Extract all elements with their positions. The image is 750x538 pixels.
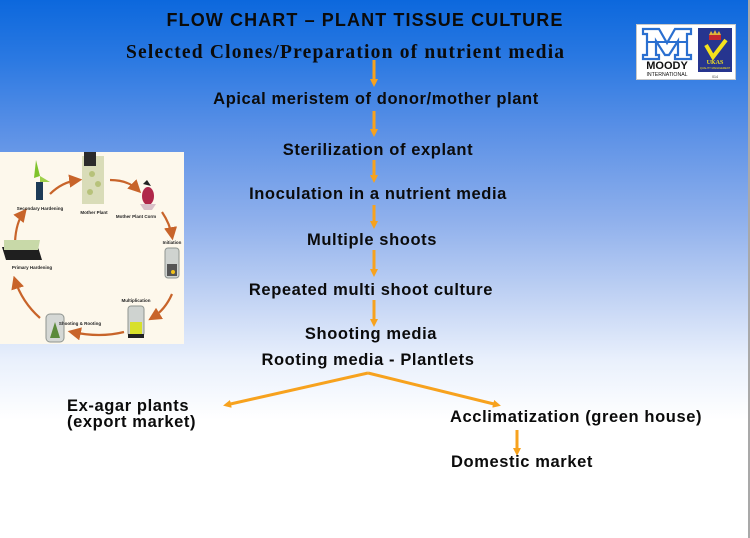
mother-plant-icon — [82, 152, 104, 204]
hardening-tray-icon — [2, 240, 42, 260]
page-subtitle: Selected Clones/Preparation of nutrient … — [126, 42, 566, 63]
cycle-label: Initiation — [163, 240, 182, 245]
moody-ukas-logo-icon: MOODY INTERNATIONAL UKAS QUALITY MANAGEM… — [641, 27, 732, 79]
slide-right-border — [748, 0, 750, 538]
checkmark-icon — [704, 38, 728, 61]
cycle-label: Mother Plant Corm — [116, 214, 156, 219]
moody-sub: INTERNATIONAL — [646, 72, 687, 78]
page-title: FLOW CHART – PLANT TISSUE CULTURE — [166, 10, 564, 30]
shooting-rooting-jar-icon — [45, 313, 65, 343]
flow-step: Sterilization of explant — [282, 141, 474, 159]
cycle-label: Shooting & Rooting — [59, 321, 101, 326]
branch-acclimatization: Acclimatization (green house) — [450, 408, 703, 426]
ukas-code: 014 — [712, 75, 718, 79]
flow-step: Rooting media - Plantlets — [261, 351, 475, 369]
certification-logo: MOODY INTERNATIONAL UKAS QUALITY MANAGEM… — [636, 24, 736, 80]
crown-icon — [709, 30, 721, 40]
cycle-label: Mother Plant — [80, 210, 108, 215]
flow-step: Multiple shoots — [307, 231, 437, 249]
branch-export-line2: (export market) — [67, 413, 197, 431]
tissue-culture-cycle-image: Mother Plant Mother Plant Corm Initiatio… — [0, 152, 184, 344]
initiation-jar-icon — [164, 247, 180, 279]
ukas-name: UKAS — [707, 60, 724, 66]
multiplication-jar-icon — [127, 305, 145, 338]
moody-name: MOODY — [646, 60, 688, 72]
flow-arrow-left-branch — [223, 371, 369, 408]
moody-monogram-icon — [641, 27, 693, 61]
cycle-illustration: Mother Plant Mother Plant Corm Initiatio… — [2, 152, 182, 343]
cycle-arrow — [13, 208, 27, 243]
cycle-arrow — [67, 327, 125, 341]
branch-export: Ex-agar plants (export market) — [67, 397, 197, 431]
cycle-label: Secondary Hardening — [17, 206, 64, 211]
corm-icon — [140, 180, 156, 210]
cycle-arrow — [148, 293, 174, 321]
cycle-arrow — [49, 174, 83, 195]
cycle-arrow — [161, 211, 178, 241]
flow-arrow-right-branch — [367, 371, 501, 408]
flow-step: Apical meristem of donor/mother plant — [213, 90, 539, 108]
secondary-hardening-plant-icon — [34, 160, 50, 200]
cycle-arrow — [109, 178, 142, 194]
flow-step: Shooting media — [304, 325, 438, 343]
cycle-label: Multiplication — [122, 298, 151, 303]
ukas-sub: QUALITY MANAGEMENT — [700, 66, 731, 70]
branch-domestic-market: Domestic market — [451, 453, 593, 471]
cycle-arrow — [11, 275, 41, 319]
cycle-label: Primary Hardening — [12, 265, 53, 270]
flow-step: Inoculation in a nutrient media — [249, 185, 507, 203]
flow-step: Repeated multi shoot culture — [248, 281, 494, 299]
branch-export-line1: Ex-agar plants — [67, 397, 190, 415]
